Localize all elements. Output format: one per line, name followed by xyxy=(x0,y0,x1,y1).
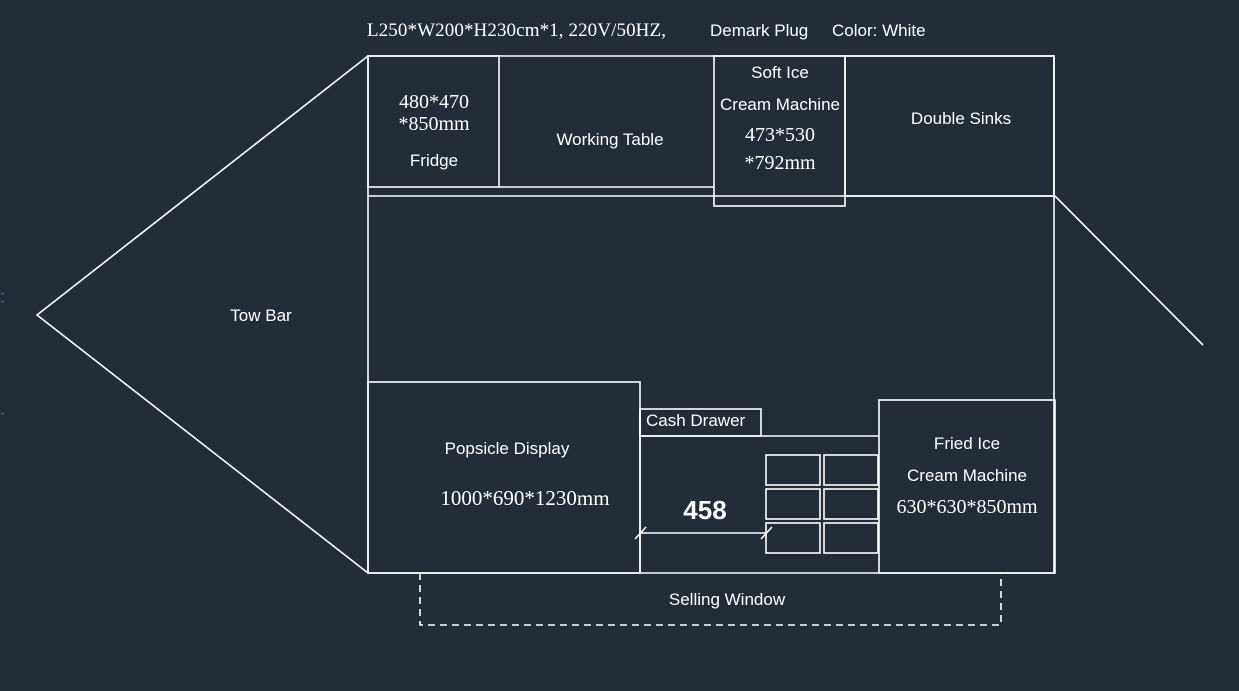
title-dimensions-text: L250*W200*H230cm*1, 220V/50HZ, xyxy=(367,20,667,41)
cash-drawer-label: Cash Drawer xyxy=(646,411,746,430)
edge-registration-marks xyxy=(1,292,4,415)
fried-ice-cream-machine-dimensions: 630*630*850mm xyxy=(896,496,1038,518)
counter-region-outline xyxy=(639,409,879,573)
tow-bar-label: Tow Bar xyxy=(230,306,292,325)
drawer-cell xyxy=(823,488,879,520)
drawer-cell xyxy=(765,488,821,520)
soft-ice-cream-machine-dimension-line-1: 473*530 xyxy=(745,124,815,146)
double-sinks-box xyxy=(844,55,1055,197)
working-table-label: Working Table xyxy=(556,130,664,149)
fridge-dimension-line-1: 480*470 xyxy=(399,91,469,113)
fridge-dimension-line-2: *850mm xyxy=(398,113,470,135)
fried-ice-cream-machine-label-line-2: Cream Machine xyxy=(907,466,1027,485)
drawer-cell xyxy=(823,522,879,554)
drawer-cell xyxy=(823,454,879,486)
title-plug-text: Demark Plug xyxy=(710,21,809,40)
popsicle-display-label: Popsicle Display xyxy=(444,439,570,458)
fried-ice-cream-machine-box xyxy=(878,399,1056,574)
drawer-grid xyxy=(765,454,879,554)
drawer-cell xyxy=(765,454,821,486)
selling-window-label: Selling Window xyxy=(668,590,786,609)
drawer-cell xyxy=(765,522,821,554)
fridge-box xyxy=(367,55,500,188)
popsicle-display-box xyxy=(367,381,641,574)
fried-ice-cream-machine-label-line-1: Fried Ice xyxy=(933,434,1001,453)
popsicle-display-dimensions: 1000*690*1230mm xyxy=(440,486,610,510)
title-color-text: Color: White xyxy=(832,21,926,40)
awning-diagonal-line xyxy=(1054,195,1204,346)
soft-ice-cream-machine-label-line-1: Soft Ice xyxy=(751,63,809,82)
tow-bar-outline xyxy=(35,55,369,574)
dimension-tick-left xyxy=(634,526,647,540)
soft-ice-cream-machine-dimension-line-2: *792mm xyxy=(744,152,816,174)
selling-window-dashed-outline xyxy=(419,573,1002,626)
double-sinks-label: Double Sinks xyxy=(910,109,1012,128)
dimension-value-458: 458 xyxy=(683,495,727,525)
fridge-label: Fridge xyxy=(409,151,459,170)
soft-ice-cream-machine-label-line-2: Cream Machine xyxy=(720,95,840,114)
